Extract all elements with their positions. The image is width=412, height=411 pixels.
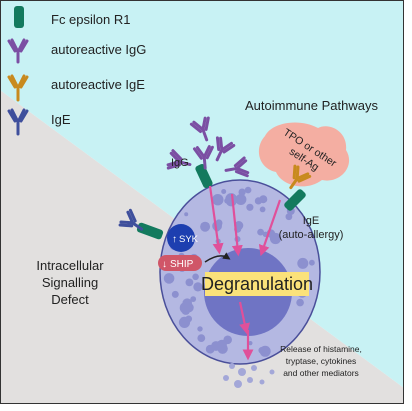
signal-arrow xyxy=(258,199,282,257)
signal-arrow xyxy=(238,301,250,335)
fc-epsilon-r1-legend-item: Fc epsilon R1 xyxy=(14,6,130,28)
granule xyxy=(244,186,252,194)
antibody-icon xyxy=(7,38,29,64)
granule xyxy=(259,206,266,213)
svg-text:and other mediators: and other mediators xyxy=(283,368,359,378)
granule xyxy=(254,197,262,205)
svg-text:(auto-allergy): (auto-allergy) xyxy=(279,229,344,241)
fc-receptors xyxy=(136,163,306,240)
granule xyxy=(171,290,179,298)
svg-text:Defect: Defect xyxy=(51,292,89,307)
granule xyxy=(248,341,253,346)
granule xyxy=(184,212,189,217)
svg-text:IgE: IgE xyxy=(303,215,320,227)
released-granule xyxy=(234,380,242,388)
released-granule xyxy=(223,375,229,381)
release-label: Release of histamine, tryptase, cytokine… xyxy=(280,344,362,378)
antibody-icon xyxy=(7,74,29,102)
receptor-icon xyxy=(14,6,24,28)
receptor-icon xyxy=(195,163,213,189)
granule xyxy=(197,334,206,342)
granule xyxy=(297,257,309,269)
released-granule xyxy=(269,369,275,375)
ship-label: SHIP xyxy=(170,259,194,270)
granule xyxy=(221,189,227,194)
granule xyxy=(193,282,203,292)
released-granule xyxy=(259,379,265,385)
syk-node xyxy=(167,224,195,252)
signal-arrow xyxy=(230,193,243,257)
granule xyxy=(200,221,211,232)
granule xyxy=(309,259,315,266)
granule xyxy=(246,203,254,211)
syk-arrow-icon: ↑ xyxy=(172,234,177,245)
released-granule xyxy=(238,368,246,376)
released-granule xyxy=(251,365,257,371)
granule xyxy=(205,344,215,354)
granule xyxy=(285,213,293,221)
ige-legend-item: IgE xyxy=(7,108,71,136)
signal-arrow xyxy=(208,185,224,255)
autoimmune-pathways-label: Autoimmune Pathways xyxy=(245,98,378,113)
granule xyxy=(197,326,203,332)
ship-node xyxy=(158,255,202,271)
granule xyxy=(167,275,174,282)
ship-arrow-icon: ↓ xyxy=(162,259,167,270)
granule xyxy=(190,296,197,302)
granule xyxy=(216,339,227,350)
receptor-icon xyxy=(284,189,306,211)
legend-label: IgE xyxy=(51,112,71,127)
ige-auto-allergy-label: IgE (auto-allergy) xyxy=(279,215,344,241)
igg-label: IgG xyxy=(171,157,189,169)
granule xyxy=(259,345,271,357)
signalling-arrows xyxy=(208,185,282,361)
granule xyxy=(192,273,199,281)
autoreactive-ige-legend-item: autoreactive IgE xyxy=(7,74,145,102)
granule xyxy=(296,298,304,307)
granule xyxy=(238,188,246,196)
released-granule xyxy=(247,377,253,383)
receptor-icon xyxy=(136,222,164,240)
syk-label: SYK xyxy=(179,234,199,245)
granule xyxy=(212,194,224,206)
svg-text:tryptase, cytokines: tryptase, cytokines xyxy=(286,356,356,366)
legend-label: autoreactive IgE xyxy=(51,77,145,92)
granule xyxy=(225,195,237,207)
released-mediators xyxy=(223,363,275,388)
released-granule xyxy=(229,363,235,369)
granule xyxy=(182,298,192,309)
legend: Fc epsilon R1 autoreactive IgG autoreact… xyxy=(7,6,146,136)
svg-text:Intracellular: Intracellular xyxy=(36,258,104,273)
granule xyxy=(178,316,191,328)
degranulation-label: Degranulation xyxy=(201,274,313,294)
intracellular-signalling-defect-label: Intracellular Signalling Defect xyxy=(36,258,104,307)
svg-text:Signalling: Signalling xyxy=(42,275,98,290)
degranulation-box xyxy=(205,272,309,296)
legend-label: Fc epsilon R1 xyxy=(51,12,130,27)
granule xyxy=(257,228,264,236)
granule xyxy=(236,200,241,204)
ship-inhibition-arrow xyxy=(204,252,231,263)
svg-text:Release of histamine,: Release of histamine, xyxy=(280,344,362,354)
self-antigen: TPO or other self-Ag xyxy=(258,122,350,187)
legend-label: autoreactive IgG xyxy=(51,42,146,57)
autoreactive-igg-legend-item: autoreactive IgG xyxy=(7,38,146,64)
antibody-icon xyxy=(7,108,29,136)
granule xyxy=(185,278,194,287)
